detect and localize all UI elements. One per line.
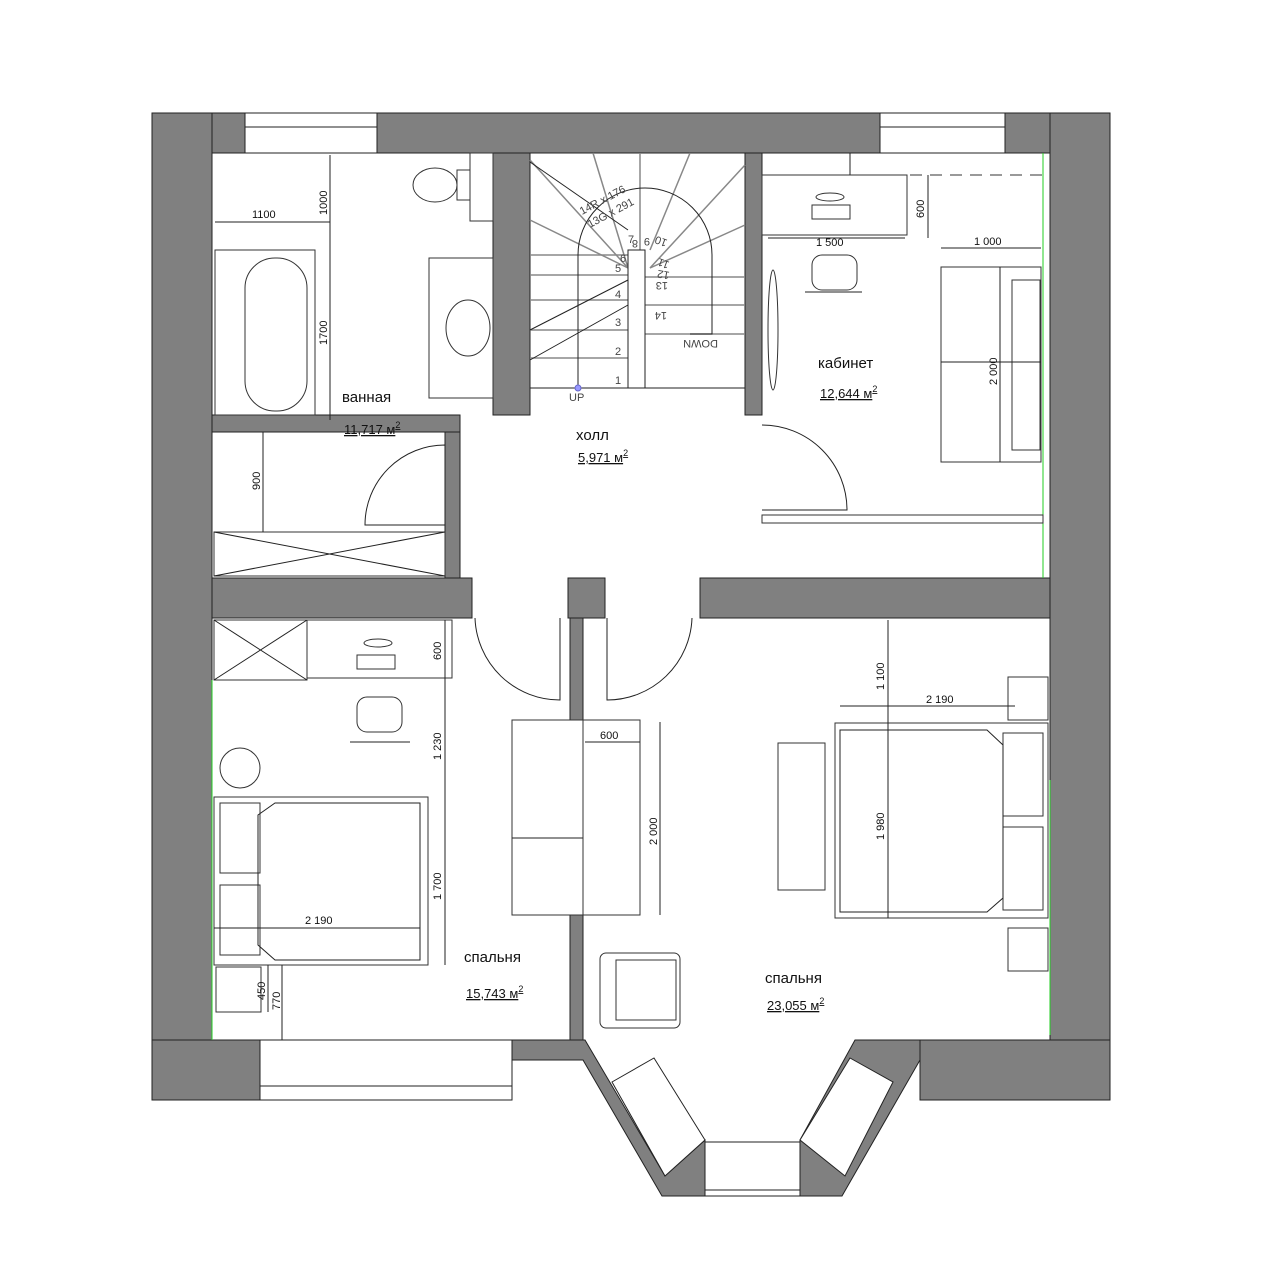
dim-label: 600 [915, 200, 927, 218]
dim-label: 2 190 [926, 694, 954, 706]
sink [445, 299, 491, 357]
wall-right [1049, 112, 1111, 1101]
svg-text:9: 9 [644, 235, 650, 247]
svg-text:13: 13 [656, 279, 668, 291]
bathroom: 1100 1000 1700 900 ванная 11,717 м2 [213, 152, 494, 577]
nightstand [1007, 676, 1049, 721]
tv [767, 269, 779, 391]
office: 1 500 600 1 000 2 000 кабинет 12,644 м2 [761, 153, 1044, 524]
monitor [363, 638, 393, 648]
dim-label: 1 980 [875, 812, 887, 840]
dim-label: 600 [600, 730, 618, 742]
room-name: кабинет [818, 355, 873, 372]
window [259, 1039, 513, 1101]
door-swing[interactable] [364, 444, 446, 526]
svg-text:12: 12 [656, 267, 670, 281]
dim-label: 1 700 [432, 872, 444, 900]
nightstand [215, 966, 262, 1013]
door-swing[interactable] [606, 617, 693, 701]
dim-label: 1 000 [974, 236, 1002, 248]
dim-label: 2 190 [305, 915, 333, 927]
bench [777, 742, 826, 891]
wall-stair-office [744, 152, 763, 416]
dim-label: 1 500 [816, 237, 844, 249]
room-area: 11,717 м2 [344, 420, 400, 437]
room-name: спальня [765, 970, 822, 987]
wall-bottom-right [919, 1039, 1111, 1101]
dim-label: 1 230 [432, 732, 444, 760]
window [879, 112, 1006, 154]
dim-label: 770 [271, 992, 283, 1010]
bathtub-inner [244, 257, 308, 412]
dim-label: 2 000 [988, 357, 1000, 385]
room-name: спальня [464, 949, 521, 966]
bedroom-right: 600 2 000 1 100 2 190 1 980 спальня 23,0… [582, 620, 1049, 1029]
stair-up-label: UP [569, 392, 584, 404]
monitor [815, 192, 845, 202]
room-area: 5,971 м2 [578, 448, 628, 465]
dim-label: 2 000 [648, 817, 660, 845]
dim-label: 1 100 [875, 662, 887, 690]
dim-label: 1000 [318, 191, 330, 215]
window [799, 1057, 894, 1177]
wall-mid-center [567, 577, 606, 619]
keyboard [356, 654, 396, 670]
wardrobe [582, 719, 641, 916]
svg-text:2: 2 [615, 346, 621, 358]
toilet [412, 167, 458, 203]
svg-text:7: 7 [628, 234, 634, 246]
room-name: ванная [342, 389, 391, 406]
svg-text:11: 11 [656, 255, 671, 270]
door-swing[interactable] [761, 424, 848, 511]
svg-text:14: 14 [655, 309, 667, 321]
windows [211, 112, 1051, 1197]
stair-down-label: DOWN [683, 337, 718, 349]
svg-text:6: 6 [620, 253, 626, 265]
window [704, 1141, 801, 1197]
dim-label: 1700 [318, 321, 330, 345]
wall-closet [444, 431, 461, 579]
desk [761, 174, 908, 236]
dim-label: 600 [432, 642, 444, 660]
dim-label: 900 [251, 472, 263, 490]
svg-text:1: 1 [615, 375, 621, 387]
window [611, 1057, 706, 1177]
chair [811, 254, 858, 291]
svg-text:8: 8 [632, 237, 638, 249]
dim-label: 450 [256, 982, 268, 1000]
svg-text:3: 3 [615, 317, 621, 329]
wall-mid-right [699, 577, 1051, 619]
room-name: холл [576, 427, 609, 444]
wall-mid-left [211, 577, 473, 619]
svg-text:10: 10 [653, 233, 669, 248]
room-area: 12,644 м2 [820, 384, 877, 401]
window [244, 112, 378, 154]
wall-left [151, 112, 213, 1101]
dim-label: 1100 [252, 209, 276, 221]
keyboard [811, 204, 851, 220]
nightstand [1007, 927, 1049, 972]
door-swing[interactable] [474, 617, 561, 701]
round-table [219, 747, 261, 789]
wall-bath-bottom [211, 414, 461, 433]
svg-text:5: 5 [615, 263, 621, 275]
wall-bath-stair [492, 152, 531, 416]
room-area: 15,743 м2 [466, 984, 523, 1001]
svg-text:4: 4 [615, 289, 621, 301]
staircase[interactable]: 14R x 176 13G x 291 1 2 3 4 5 6 7 8 9 10… [529, 152, 746, 404]
room-area: 23,055 м2 [767, 996, 824, 1013]
chair [356, 696, 403, 733]
